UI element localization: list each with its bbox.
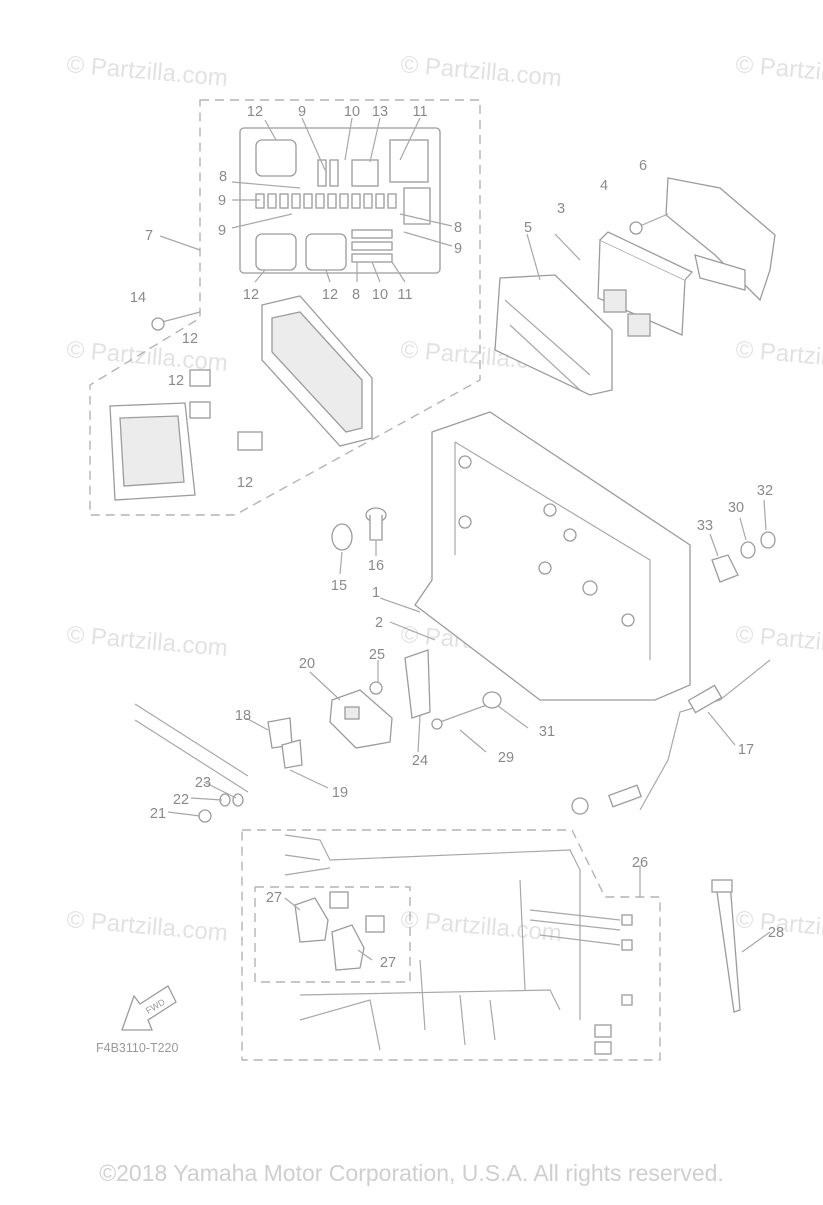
callout-26: 26 bbox=[632, 855, 648, 871]
bracket-24 bbox=[404, 649, 431, 719]
watermark: © Partzilla.com bbox=[399, 906, 562, 947]
collar-16 bbox=[365, 507, 387, 541]
callout-11: 11 bbox=[412, 104, 427, 120]
callout-16: 16 bbox=[368, 558, 384, 574]
callout-17: 17 bbox=[738, 742, 754, 758]
callout-12: 12 bbox=[247, 104, 263, 120]
relay-27-upper bbox=[294, 891, 349, 943]
cable-set-18 bbox=[134, 703, 303, 793]
callout-12: 12 bbox=[322, 287, 338, 303]
callout-9: 9 bbox=[298, 104, 306, 120]
sensor-bracket bbox=[665, 177, 776, 302]
callout-8: 8 bbox=[352, 287, 360, 303]
callout-18: 18 bbox=[235, 708, 251, 724]
callout-9: 9 bbox=[454, 241, 462, 257]
callout-29: 29 bbox=[498, 750, 514, 766]
callout-15: 15 bbox=[331, 578, 347, 594]
relay-27-lower bbox=[331, 915, 385, 971]
washer-30 bbox=[740, 541, 756, 559]
fuse-box bbox=[109, 295, 373, 501]
callout-30: 30 bbox=[728, 500, 744, 516]
fuse-box-layout bbox=[239, 127, 441, 274]
damper-33 bbox=[711, 554, 739, 583]
relay-20 bbox=[329, 689, 393, 749]
callout-31: 31 bbox=[539, 724, 555, 740]
callout-6: 6 bbox=[639, 158, 647, 174]
callout-8: 8 bbox=[219, 169, 227, 185]
fuse-box-assembly-outline bbox=[89, 99, 481, 516]
callout-3: 3 bbox=[557, 201, 565, 217]
watermark: © Partzilla.com bbox=[399, 51, 562, 92]
callout-5: 5 bbox=[524, 220, 532, 236]
relay-group-outline bbox=[254, 886, 411, 983]
callout-22: 22 bbox=[173, 792, 189, 808]
callout-24: 24 bbox=[412, 753, 428, 769]
bolt-21 bbox=[198, 809, 212, 823]
callout-11: 11 bbox=[397, 287, 412, 303]
callout-1: 1 bbox=[372, 585, 380, 601]
callout-12: 12 bbox=[182, 331, 198, 347]
electrical-box bbox=[414, 411, 691, 701]
callout-10: 10 bbox=[344, 104, 360, 120]
callout-labels: 1 2 3 4 5 6 7 8 9 9 9 10 13 11 12 8 9 12… bbox=[130, 104, 784, 971]
watermark: © Partzilla.com bbox=[65, 906, 228, 947]
bolt-4 bbox=[629, 213, 669, 235]
leader-lines bbox=[159, 117, 771, 961]
wire-harness-outline bbox=[241, 829, 661, 1061]
callout-9: 9 bbox=[218, 193, 226, 209]
washer-31 bbox=[482, 691, 502, 709]
callout-8: 8 bbox=[454, 220, 462, 236]
callout-21: 21 bbox=[150, 806, 166, 822]
callout-4: 4 bbox=[600, 178, 608, 194]
drawing-code: F4B3110-T220 bbox=[96, 1041, 179, 1055]
callout-20: 20 bbox=[299, 656, 315, 672]
callout-12: 12 bbox=[243, 287, 259, 303]
watermark: © Partzilla.com bbox=[65, 621, 228, 662]
battery-cable-17 bbox=[571, 659, 771, 815]
bolt-14 bbox=[151, 311, 201, 331]
callout-14: 14 bbox=[130, 290, 146, 306]
cable-tie-28 bbox=[711, 879, 741, 1013]
watermark: © Partzilla.com bbox=[734, 621, 823, 662]
bolt-25 bbox=[369, 681, 383, 695]
callout-19: 19 bbox=[332, 785, 348, 801]
callout-9: 9 bbox=[218, 223, 226, 239]
callout-27: 27 bbox=[266, 890, 282, 906]
callout-32: 32 bbox=[757, 483, 773, 499]
copyright-notice: ©2018 Yamaha Motor Corporation, U.S.A. A… bbox=[99, 1160, 724, 1186]
ecu-bracket bbox=[494, 274, 613, 396]
callout-23: 23 bbox=[195, 775, 211, 791]
washer-23 bbox=[232, 793, 244, 807]
callout-27: 27 bbox=[380, 955, 396, 971]
wire-harness bbox=[284, 834, 633, 1055]
watermark: © Partzilla.com bbox=[734, 336, 823, 377]
nut-32 bbox=[760, 531, 776, 549]
callout-2: 2 bbox=[375, 615, 383, 631]
callout-10: 10 bbox=[372, 287, 388, 303]
callout-25: 25 bbox=[369, 647, 385, 663]
watermark: © Partzilla.com bbox=[734, 51, 823, 92]
fwd-arrow-icon: FWD bbox=[121, 985, 177, 1031]
callout-7: 7 bbox=[145, 228, 153, 244]
callout-12: 12 bbox=[237, 475, 253, 491]
callout-12: 12 bbox=[168, 373, 184, 389]
ecu-unit bbox=[597, 231, 694, 337]
callout-13: 13 bbox=[372, 104, 388, 120]
grommet-15 bbox=[331, 523, 353, 551]
callout-28: 28 bbox=[768, 925, 784, 941]
callout-33: 33 bbox=[697, 518, 713, 534]
watermark: © Partzilla.com bbox=[65, 51, 228, 92]
